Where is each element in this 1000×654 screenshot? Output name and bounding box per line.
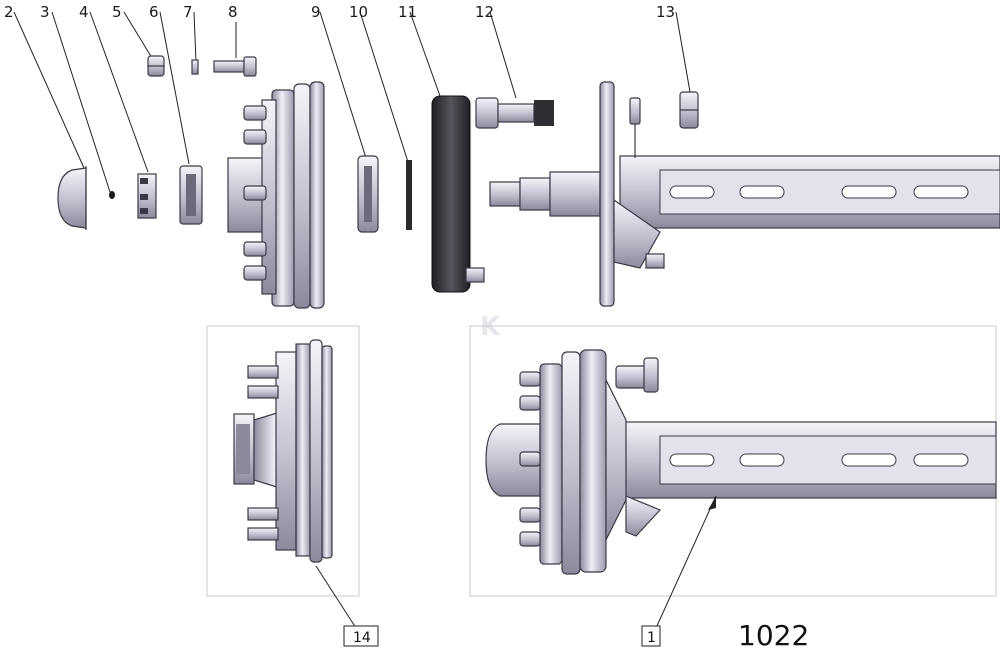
- drawing-number: 1022: [738, 619, 809, 652]
- callout-3: 3: [40, 3, 50, 21]
- hub-studs: [243, 105, 267, 281]
- leader-1-arrowhead: [708, 496, 716, 510]
- adjuster-nut: [679, 91, 699, 129]
- inner-bearing: [357, 155, 379, 233]
- callout-4: 4: [79, 3, 89, 21]
- oil-seal: [406, 160, 412, 230]
- outer-bearing: [179, 165, 203, 225]
- callout-10: 10: [349, 3, 368, 21]
- callout-box-14: [343, 625, 379, 647]
- watermark-logo: K: [480, 312, 501, 342]
- grease-cap: [57, 166, 87, 230]
- split-pin: [109, 191, 115, 199]
- lock-washer: [191, 59, 199, 75]
- callout-1: 1: [647, 630, 656, 646]
- brake-camshaft: [475, 97, 554, 129]
- axle-beam-top: [489, 81, 1000, 307]
- callout-12: 12: [475, 3, 494, 21]
- callout-7: 7: [183, 3, 193, 21]
- wheel-stud: [213, 56, 257, 77]
- leader-14: [315, 565, 357, 629]
- brake-drum-hub: [227, 81, 325, 309]
- brake-shoe: [431, 95, 485, 293]
- callout-8: 8: [228, 3, 238, 21]
- callout-5: 5: [112, 3, 122, 21]
- callout-2: 2: [4, 3, 14, 21]
- callout-6: 6: [149, 3, 159, 21]
- castle-nut: [137, 173, 157, 219]
- hub-cross-section: [233, 339, 333, 563]
- wheel-nut: [147, 55, 165, 77]
- callout-box-1: [641, 625, 661, 647]
- callout-14: 14: [353, 630, 371, 646]
- callout-9: 9: [311, 3, 321, 21]
- axle-assembly: [485, 349, 997, 575]
- callout-13: 13: [656, 3, 675, 21]
- leader-lines: [13, 11, 691, 193]
- hub-section-frame: [206, 325, 360, 597]
- leader-1: [655, 495, 717, 629]
- callout-11: 11: [398, 3, 417, 21]
